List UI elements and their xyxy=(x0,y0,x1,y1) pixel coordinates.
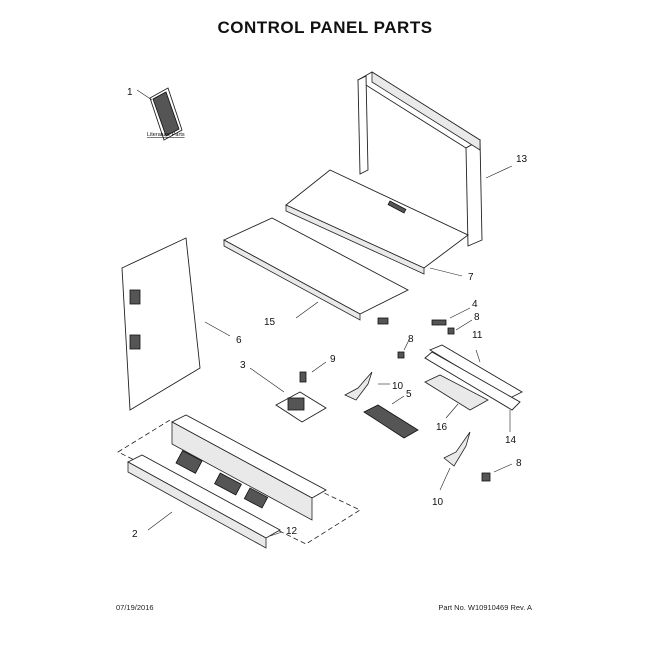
callout-9: 9 xyxy=(330,354,336,365)
callout-3: 3 xyxy=(240,360,246,371)
part-1-literature: Literature Parts xyxy=(136,87,185,141)
part-8-screw-lower xyxy=(481,463,513,482)
callout-10-upper: 10 xyxy=(392,381,404,392)
literature-label: Literature Parts xyxy=(147,132,185,138)
callout-10-lower: 10 xyxy=(432,497,444,508)
callout-14: 14 xyxy=(505,435,517,446)
callout-1: 1 xyxy=(127,87,133,98)
part-10-clip-upper xyxy=(344,371,390,401)
callout-5: 5 xyxy=(406,389,412,400)
keypad-grid xyxy=(175,450,269,509)
footer-part-number: Part No. W10910469 Rev. A xyxy=(438,603,532,612)
callout-8-mid: 8 xyxy=(408,334,414,345)
callout-8-upper: 8 xyxy=(474,312,480,323)
callout-13: 13 xyxy=(516,154,528,165)
part-13-frame xyxy=(357,71,513,247)
part-15-plate xyxy=(222,217,409,321)
page-title: CONTROL PANEL PARTS xyxy=(217,18,433,37)
part-4-8-hardware xyxy=(377,307,473,359)
callout-11: 11 xyxy=(472,330,483,341)
callout-7: 7 xyxy=(468,272,474,283)
callout-4: 4 xyxy=(472,299,478,310)
callout-6: 6 xyxy=(236,335,242,346)
callout-15: 15 xyxy=(264,317,276,328)
part-14-trim xyxy=(424,351,521,432)
callout-16: 16 xyxy=(436,422,448,433)
part-9-screw xyxy=(299,361,327,383)
part-7-cover xyxy=(285,169,469,277)
part-2-12-console xyxy=(117,414,361,549)
callout-8-lower: 8 xyxy=(516,458,522,469)
part-16-bracket xyxy=(424,374,489,419)
part-5-connector xyxy=(363,395,419,439)
part-3-control-board xyxy=(249,367,327,423)
footer-date: 07/19/2016 xyxy=(116,603,154,612)
callout-2: 2 xyxy=(132,529,138,540)
part-10-clip-lower xyxy=(439,431,471,491)
part-6-side-panel xyxy=(121,237,231,411)
callout-12: 12 xyxy=(286,526,298,537)
